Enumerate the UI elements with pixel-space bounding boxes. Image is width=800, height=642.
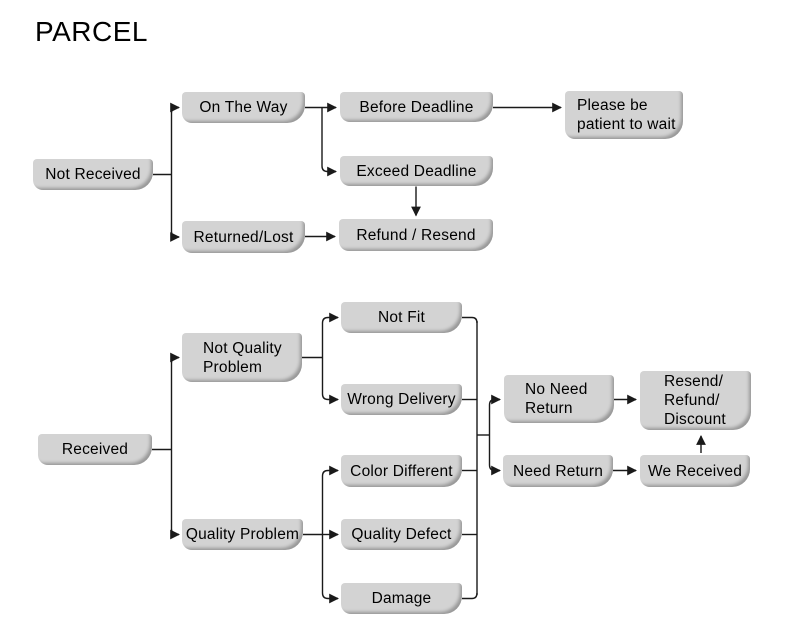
node-quality-defect: Quality Defect bbox=[341, 519, 462, 550]
edge-damage-collector bbox=[462, 592, 478, 600]
edge-qp-colordifferent bbox=[321, 465, 339, 535]
node-before-deadline: Before Deadline bbox=[340, 92, 493, 122]
node-please-be-patient-to-wait: Please be patient to wait bbox=[565, 91, 683, 139]
node-wrong-delivery: Wrong Delivery bbox=[341, 384, 462, 415]
edge-notreceived-ontheway bbox=[170, 102, 180, 175]
edge-collector-needreturn bbox=[488, 435, 501, 476]
edge-received-notqualityproblem bbox=[170, 352, 180, 450]
node-received: Received bbox=[38, 434, 152, 465]
node-on-the-way: On The Way bbox=[182, 92, 305, 123]
node-resend-refund-discount: Resend/ Refund/ Discount bbox=[640, 371, 751, 430]
edge-collector-noneedreturn bbox=[488, 394, 501, 435]
node-we-received: We Received bbox=[640, 455, 750, 487]
edge-nqp-wrongdelivery bbox=[321, 357, 339, 405]
node-exceed-deadline: Exceed Deadline bbox=[340, 156, 493, 186]
node-no-need-return: No Need Return bbox=[504, 375, 614, 423]
node-color-different: Color Different bbox=[341, 455, 462, 487]
edge-notfit-collector bbox=[462, 316, 478, 324]
node-not-fit: Not Fit bbox=[341, 302, 462, 333]
node-quality-problem: Quality Problem bbox=[182, 519, 303, 550]
edge-nqp-notfit bbox=[321, 312, 339, 358]
node-damage: Damage bbox=[341, 583, 462, 614]
edge-notreceived-returnedlost bbox=[170, 174, 180, 242]
node-refund-resend: Refund / Resend bbox=[339, 219, 493, 251]
edge-qp-damage bbox=[321, 534, 339, 604]
node-not-quality-problem: Not Quality Problem bbox=[182, 333, 302, 382]
edge-received-qualityproblem bbox=[170, 449, 180, 540]
node-need-return: Need Return bbox=[503, 455, 613, 487]
node-returned-lost: Returned/Lost bbox=[182, 221, 305, 253]
edge-ontheway-exceeddeadline bbox=[321, 107, 337, 177]
page-title: PARCEL bbox=[35, 16, 148, 47]
node-not-received: Not Received bbox=[33, 159, 153, 190]
